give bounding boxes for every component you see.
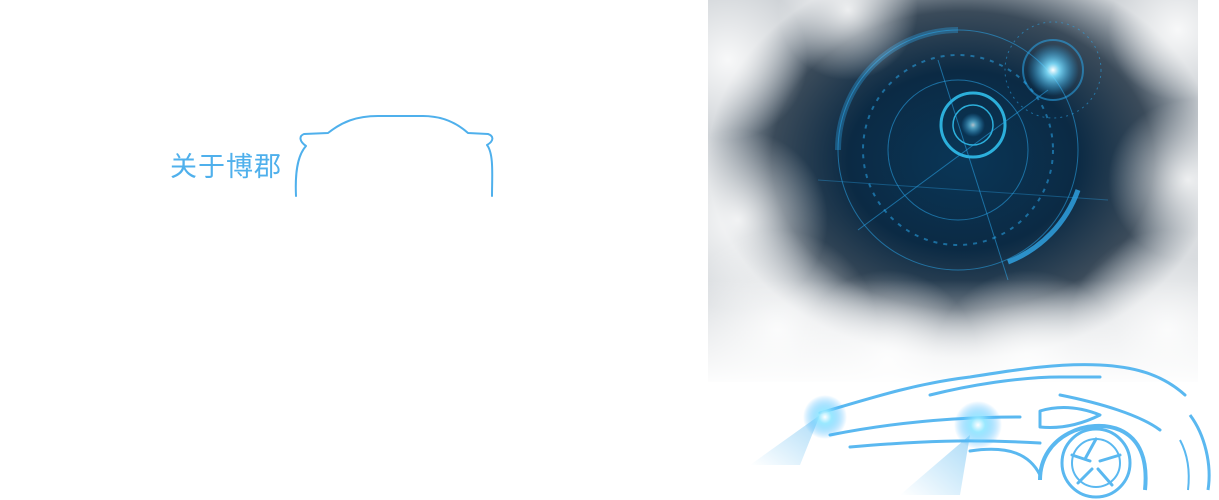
car-outline-icon xyxy=(0,115,712,197)
section-title: 关于博郡 xyxy=(170,152,282,183)
tech-hud-image xyxy=(708,0,1198,382)
glowing-car-illustration xyxy=(500,355,1219,500)
about-section-header: 关于博郡 xyxy=(0,100,720,210)
